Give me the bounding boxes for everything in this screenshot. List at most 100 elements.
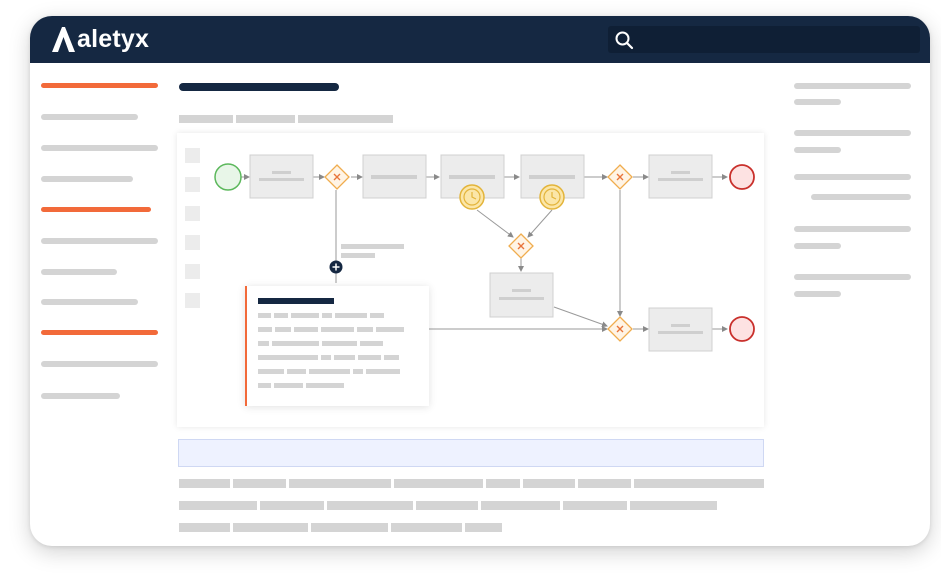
popup-text-line — [291, 313, 319, 318]
palette-tool[interactable] — [185, 235, 200, 250]
sidebar-item[interactable] — [41, 269, 117, 275]
popup-text-line — [258, 327, 272, 332]
popup-text-line — [274, 383, 303, 388]
sidebar-item[interactable] — [41, 299, 138, 305]
search-box[interactable] — [608, 26, 920, 53]
start-event[interactable] — [214, 163, 242, 191]
text-line — [260, 501, 324, 510]
popup-text-line — [309, 369, 350, 374]
popup-text-line — [360, 341, 383, 346]
right-sidebar-item[interactable] — [794, 174, 911, 180]
text-line — [179, 501, 257, 510]
text-line — [311, 523, 388, 532]
popup-text-line — [322, 341, 357, 346]
text-line — [634, 479, 764, 488]
task-1[interactable] — [249, 154, 314, 199]
sidebar-item[interactable] — [41, 176, 133, 182]
logo-mark-icon — [52, 27, 75, 52]
edges — [241, 174, 728, 332]
text-line — [630, 501, 717, 510]
text-line — [578, 479, 631, 488]
task-2[interactable] — [362, 154, 427, 199]
palette-tool[interactable] — [185, 177, 200, 192]
breadcrumb-item[interactable] — [236, 115, 295, 123]
popup-text-line — [366, 369, 400, 374]
popup-text-line — [334, 355, 355, 360]
right-sidebar-item[interactable] — [794, 83, 911, 89]
text-line — [391, 523, 462, 532]
top-bar: aletyx — [30, 16, 930, 63]
popup-text-line — [335, 313, 367, 318]
palette-tool[interactable] — [185, 293, 200, 308]
palette-tool[interactable] — [185, 264, 200, 279]
logo[interactable]: aletyx — [50, 24, 149, 54]
popup-text-line — [272, 341, 319, 346]
process-diagram[interactable] — [177, 133, 764, 427]
right-sidebar-item[interactable] — [794, 99, 841, 105]
popup-text-line — [353, 369, 363, 374]
text-line — [465, 523, 502, 532]
text-line — [523, 479, 575, 488]
sidebar-item[interactable] — [41, 114, 138, 120]
search-icon[interactable] — [614, 30, 634, 50]
properties-popup[interactable] — [245, 286, 429, 406]
popup-text-line — [287, 369, 306, 374]
sidebar-item-active[interactable] — [41, 207, 151, 212]
sidebar-item[interactable] — [41, 393, 120, 399]
right-sidebar-item[interactable] — [794, 130, 911, 136]
task-7[interactable] — [648, 307, 713, 352]
app-window: aletyx — [30, 16, 930, 546]
popup-text-line — [384, 355, 399, 360]
popup-text-line — [358, 355, 381, 360]
sidebar-item-active[interactable] — [41, 330, 158, 335]
sidebar-item[interactable] — [41, 145, 158, 151]
plus-circle-icon[interactable] — [329, 260, 343, 274]
end-event[interactable] — [729, 164, 755, 190]
text-line — [233, 523, 308, 532]
text-line — [289, 479, 391, 488]
popup-text-line — [258, 383, 271, 388]
page-title — [179, 83, 339, 91]
popup-text-line — [376, 327, 404, 332]
sidebar-item[interactable] — [41, 361, 158, 367]
exclusive-gateway-x-icon[interactable] — [607, 164, 633, 190]
info-banner — [178, 439, 764, 467]
sidebar-item[interactable] — [41, 238, 158, 244]
popup-text-line — [258, 313, 271, 318]
exclusive-gateway-x-icon[interactable] — [607, 316, 633, 342]
right-sidebar-item[interactable] — [794, 274, 911, 280]
breadcrumb-item[interactable] — [179, 115, 233, 123]
right-sidebar-item[interactable] — [794, 226, 911, 232]
popup-text-line — [357, 327, 373, 332]
right-sidebar-item[interactable] — [794, 291, 841, 297]
palette-tool[interactable] — [185, 206, 200, 221]
text-line — [481, 501, 560, 510]
popup-text-line — [275, 327, 291, 332]
popup-text-line — [321, 355, 331, 360]
popup-text-line — [274, 313, 288, 318]
breadcrumb-item[interactable] — [298, 115, 393, 123]
popup-text-line — [306, 383, 344, 388]
sidebar-item-active[interactable] — [41, 83, 158, 88]
right-sidebar-item[interactable] — [794, 147, 841, 153]
task-6[interactable] — [489, 272, 554, 318]
text-line — [563, 501, 627, 510]
end-event[interactable] — [729, 316, 755, 342]
clock-icon[interactable] — [459, 184, 485, 210]
exclusive-gateway-x-icon[interactable] — [508, 233, 534, 259]
popup-text-line — [322, 313, 332, 318]
right-sidebar-item[interactable] — [794, 243, 841, 249]
text-line — [327, 501, 413, 510]
popup-text-line — [321, 327, 354, 332]
popup-title — [258, 298, 334, 304]
clock-icon[interactable] — [539, 184, 565, 210]
edge-label — [341, 253, 375, 258]
task-5[interactable] — [648, 154, 713, 199]
right-sidebar-item[interactable] — [811, 194, 911, 200]
text-line — [394, 479, 483, 488]
text-line — [486, 479, 520, 488]
exclusive-gateway-x-icon[interactable] — [324, 164, 350, 190]
edge-label — [341, 244, 404, 249]
diagram-svg — [214, 154, 755, 352]
palette-tool[interactable] — [185, 148, 200, 163]
